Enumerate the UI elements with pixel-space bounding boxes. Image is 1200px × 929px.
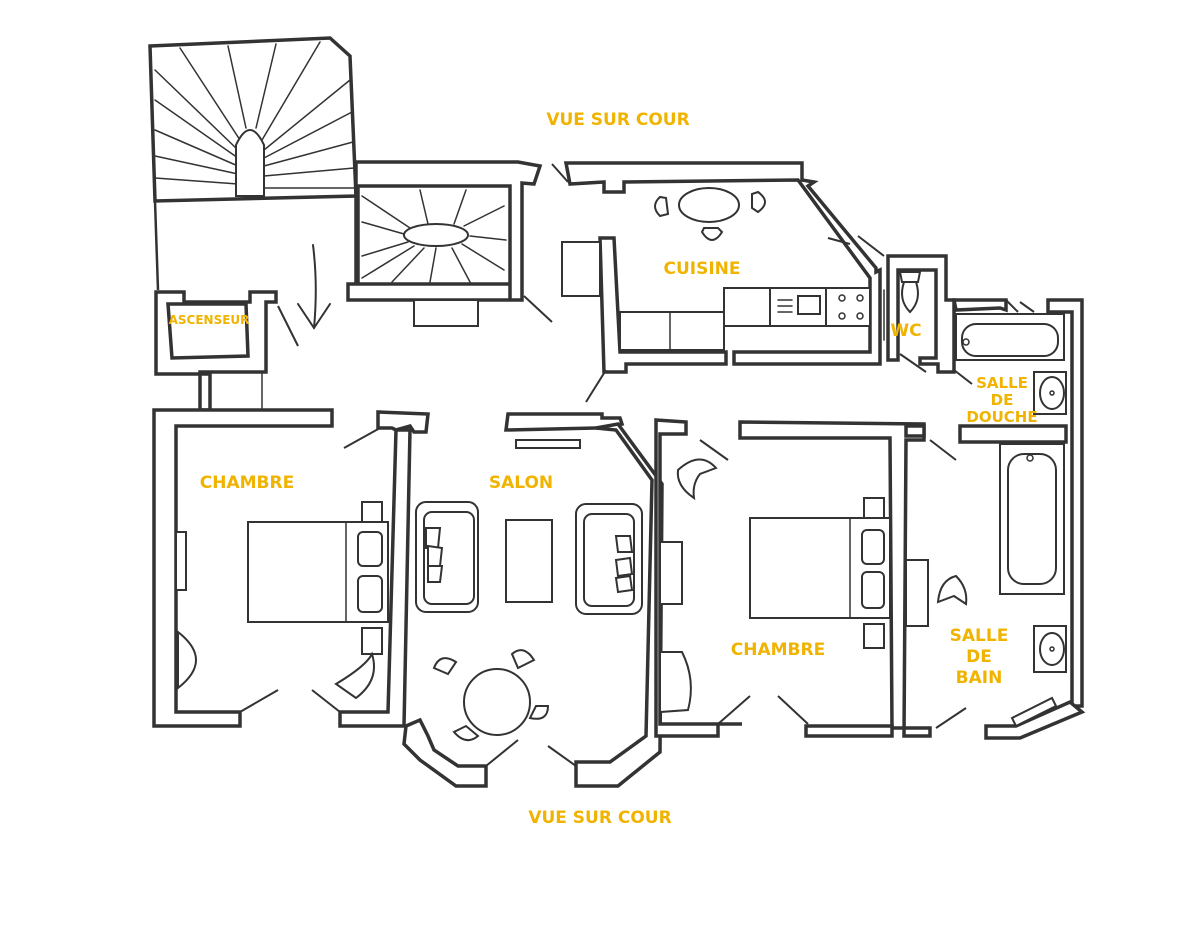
bedroom-left	[152, 408, 430, 728]
living-room	[402, 412, 664, 788]
bath-label-line1: SALLE	[950, 626, 1009, 646]
bath-label-line3: BAIN	[956, 668, 1003, 688]
wc	[886, 254, 956, 374]
shower-label-line3: DOUCHE	[966, 408, 1037, 426]
kitchen-label: CUISINE	[663, 259, 740, 279]
secondary-staircase	[346, 160, 543, 327]
bathroom	[904, 424, 1086, 740]
shower-label-line1: SALLE	[976, 374, 1028, 392]
bath-label-line2: DE	[966, 647, 992, 667]
elevator	[154, 290, 278, 412]
view-label-top: VUE SUR COUR	[546, 110, 689, 130]
wc-label: WC	[890, 321, 921, 341]
elevator-label: ASCENSEUR	[169, 313, 250, 327]
bedroom-right	[654, 418, 932, 738]
main-staircase	[148, 36, 358, 291]
view-label-bottom: VUE SUR COUR	[528, 808, 671, 828]
living-label: SALON	[489, 473, 553, 493]
bedroom-left-label: CHAMBRE	[200, 473, 294, 493]
shower-label-line2: DE	[991, 391, 1014, 409]
bedroom-right-label: CHAMBRE	[731, 640, 825, 660]
kitchen	[523, 161, 885, 403]
entrance-arrow-icon	[297, 244, 331, 330]
